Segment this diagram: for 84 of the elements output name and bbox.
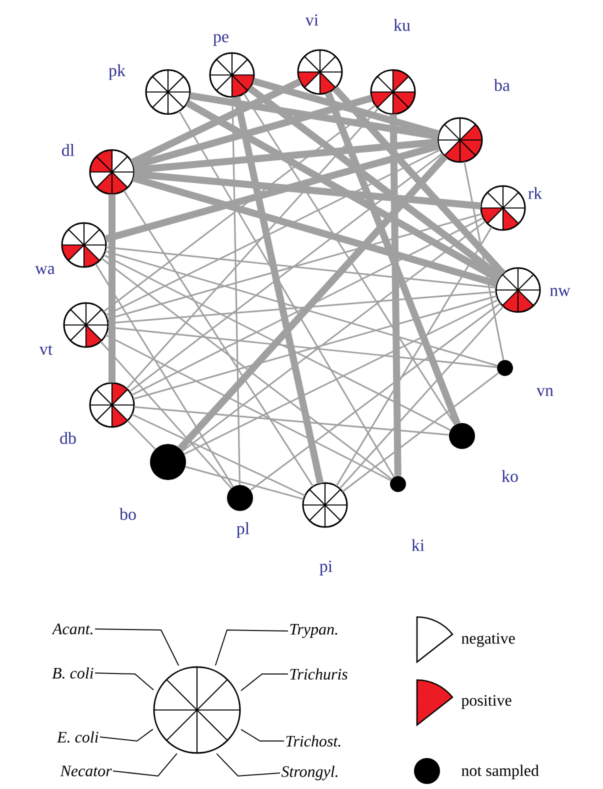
legend-label: negative: [462, 633, 515, 648]
leader-line: [94, 628, 180, 666]
link-line: [126, 108, 379, 390]
parasite-label: Acant.: [52, 624, 92, 634]
link-line: [107, 213, 482, 320]
parasite-label: Trypan.: [290, 624, 338, 638]
link-line: [332, 86, 506, 276]
link-line: [182, 220, 486, 452]
leader-line: [100, 728, 154, 742]
link-line: [233, 96, 324, 484]
link-line: [131, 217, 484, 396]
site-label: ba: [494, 79, 510, 91]
link-line: [132, 94, 373, 170]
link-line: [105, 250, 498, 366]
link-line: [184, 299, 498, 455]
link-line: [133, 295, 497, 400]
link-line: [108, 326, 497, 368]
link-line: [132, 414, 306, 496]
site-label: ku: [394, 19, 410, 31]
site-label: pk: [108, 64, 126, 80]
link-line: [339, 306, 504, 490]
link-line: [106, 246, 496, 289]
link-line: [108, 194, 116, 383]
link-line: [250, 302, 501, 491]
link-line: [129, 152, 443, 392]
link-line: [134, 138, 438, 174]
link-line: [94, 263, 234, 488]
link-line: [189, 92, 439, 140]
leader-line: [240, 674, 288, 692]
parasite-label: B. coli: [52, 667, 94, 679]
link-line: [126, 420, 156, 450]
link-line: [106, 149, 440, 316]
link-line: [248, 86, 502, 280]
link-line: [100, 341, 232, 489]
site-label: db: [60, 432, 76, 444]
site-label: nw: [550, 288, 570, 296]
link-line: [178, 154, 448, 451]
parasite-label: E. coli: [56, 731, 98, 743]
link-line: [390, 114, 402, 476]
legend-label: not sampled: [462, 764, 539, 780]
link-line: [243, 93, 456, 426]
link-line: [185, 466, 304, 500]
leader-line: [94, 672, 154, 690]
link-line: [132, 174, 498, 288]
key-pie: [153, 666, 241, 754]
site-label: pi: [320, 560, 332, 576]
link-line: [342, 372, 499, 492]
parasite-label: Necator: [60, 766, 112, 776]
link-line: [178, 110, 395, 478]
site-label: ki: [412, 539, 424, 551]
link-line: [134, 170, 482, 210]
link-line: [123, 190, 314, 487]
link-line: [324, 91, 460, 425]
link-line: [101, 258, 392, 480]
parasite-label: Trichost.: [286, 735, 340, 747]
link-line: [134, 406, 449, 436]
link-line: [130, 78, 302, 166]
site-label: vi: [305, 14, 318, 26]
link-line: [104, 142, 440, 242]
site-label: vn: [536, 388, 554, 396]
site-label: rk: [528, 187, 542, 199]
site-label: vt: [39, 345, 53, 355]
link-line: [103, 254, 451, 431]
link-line: [232, 97, 241, 485]
site-label: ko: [502, 470, 518, 482]
parasite-label: Trichuris: [290, 668, 348, 680]
link-line: [336, 226, 492, 486]
site-label: wa: [35, 266, 55, 274]
site-label: pl: [236, 522, 250, 538]
site-label: bo: [120, 508, 136, 520]
leader-line: [214, 630, 288, 666]
leader-line: [112, 753, 178, 777]
leader-line: [240, 728, 284, 742]
link-line: [186, 100, 500, 282]
link-line: [103, 104, 376, 312]
parasite-label: Strongyl.: [281, 766, 338, 780]
leader-line: [216, 753, 280, 777]
link-line: [252, 78, 440, 138]
link-line: [464, 162, 504, 360]
link-line: [108, 291, 496, 324]
site-label: pe: [213, 34, 228, 46]
legend-label: positive: [461, 695, 512, 709]
site-label: dl: [62, 144, 74, 156]
link-line: [105, 334, 392, 481]
